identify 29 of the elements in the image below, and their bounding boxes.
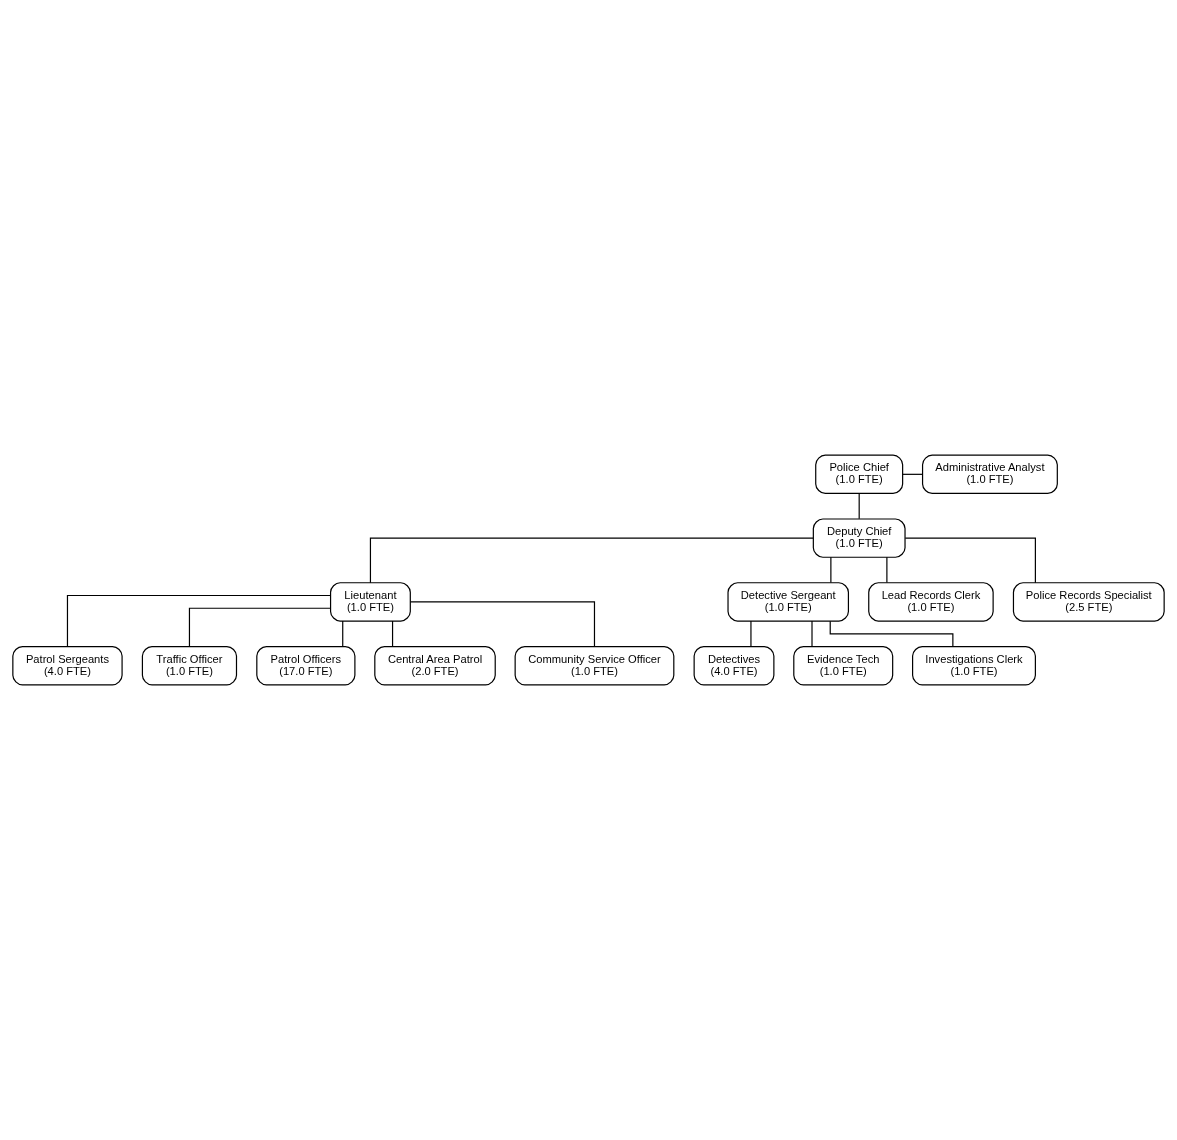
node-box: Lead Records Clerk (1.0 FTE) xyxy=(868,582,994,622)
connector xyxy=(886,556,888,584)
node-box: Traffic Officer (1.0 FTE) xyxy=(141,645,238,686)
node-box: Patrol Officers (17.0 FTE) xyxy=(256,645,356,686)
connector xyxy=(409,601,596,648)
connector xyxy=(188,607,332,647)
connector xyxy=(342,620,344,647)
connector xyxy=(750,620,752,647)
node-box: Evidence Tech (1.0 FTE) xyxy=(793,645,894,686)
node-box: Community Service Officer (1.0 FTE) xyxy=(514,645,675,686)
connector xyxy=(904,537,1036,584)
node-box: Police Records Specialist (2.5 FTE) xyxy=(1012,582,1165,622)
node-box: Detectives (4.0 FTE) xyxy=(693,645,775,686)
node-box: Deputy Chief (1.0 FTE) xyxy=(812,518,906,558)
connector xyxy=(391,620,394,647)
connector xyxy=(829,620,954,647)
node-box: Patrol Sergeants (4.0 FTE) xyxy=(12,645,123,686)
connector xyxy=(902,473,924,475)
connector xyxy=(369,537,814,584)
connector xyxy=(830,556,832,584)
node-box: Detective Sergeant (1.0 FTE) xyxy=(727,582,849,622)
node-box: Lieutenant (1.0 FTE) xyxy=(329,582,411,622)
connector xyxy=(66,594,332,648)
node-box: Administrative Analyst (1.0 FTE) xyxy=(921,454,1058,495)
connector xyxy=(858,492,860,520)
node-box: Police Chief (1.0 FTE) xyxy=(815,454,904,495)
node-box: Central Area Patrol (2.0 FTE) xyxy=(374,645,496,686)
connector xyxy=(811,620,813,647)
node-box: Investigations Clerk (1.0 FTE) xyxy=(912,645,1036,686)
